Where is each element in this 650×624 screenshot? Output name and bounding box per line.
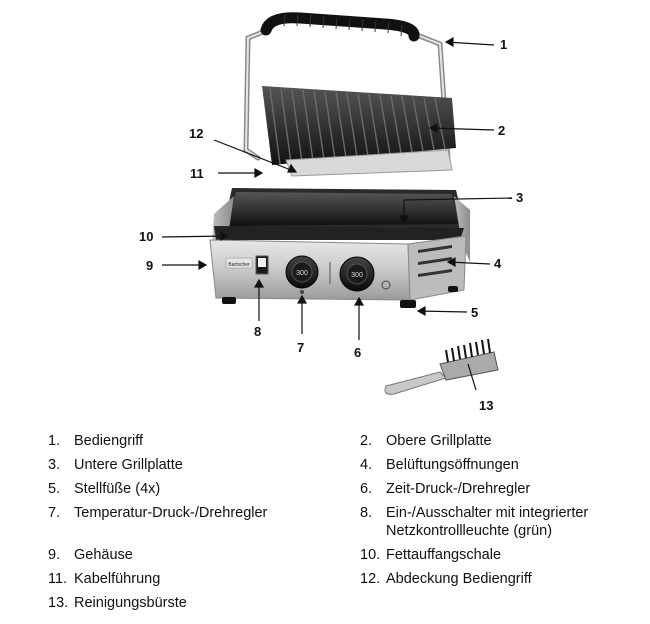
legend-item: 9. Gehäuse [48,546,348,564]
time-knob: 300 [339,256,391,292]
ventilation-slots [418,245,452,277]
legend-num: 9. [48,547,61,563]
legend-num: 2. [360,433,373,449]
callout-8: 8 [254,324,261,339]
callout-11: 11 [190,166,204,181]
legend-text: Reinigungsbürste [74,595,187,611]
legend-text: Ein-/Ausschalter mit integrierter Netzko… [386,505,589,539]
feet [222,286,458,308]
legend-text: Belüftungsöffnungen [386,457,519,473]
legend-text: Kabelführung [74,571,161,587]
legend-item: 3. Untere Grillplatte [48,456,348,474]
legend-num: 6. [360,481,373,497]
callout-13: 13 [479,398,493,413]
legend-item: 10. Fettauffangschale [360,546,628,564]
power-switch [255,255,269,275]
legend-num: 7. [48,505,61,521]
legend-text: Obere Grillplatte [386,433,492,449]
brand-badge: Bartscher [225,257,253,269]
callout-10: 10 [139,229,153,244]
legend-num: 5. [48,481,61,497]
legend-text: Untere Grillplatte [74,457,183,473]
legend-num: 1. [48,433,61,449]
legend-item: 4. Belüftungsöffnungen [360,456,628,474]
legend-text: Temperatur-Druck-/Drehregler [74,505,268,521]
legend-text: Gehäuse [74,547,133,563]
callout-6: 6 [354,345,361,360]
grill-diagram: Bartscher 300 300 [139,12,523,413]
legend-num: 11. [48,571,68,587]
callout-2: 2 [498,123,505,138]
callout-9: 9 [146,258,153,273]
callout-3: 3 [516,190,523,205]
callout-1: 1 [500,37,507,52]
legend-text: Stellfüße (4x) [74,481,161,497]
legend-item: 6. Zeit-Druck-/Drehregler [360,480,628,498]
time-knob-readout: 300 [351,272,363,279]
legend-num: 4. [360,457,373,473]
legend-item: 11. Kabelführung [48,570,348,588]
legend-item: 2. Obere Grillplatte [360,432,628,450]
legend-item: 7. Temperatur-Druck-/Drehregler [48,504,348,522]
callout-12: 12 [189,126,203,141]
callout-4: 4 [494,256,502,271]
upper-grill-plate [262,86,456,177]
cleaning-brush [384,338,499,395]
legend-text: Zeit-Druck-/Drehregler [386,481,531,497]
legend-num: 3. [48,457,61,473]
legend-item: 13. Reinigungsbürste [48,594,348,612]
temperature-knob: 300 [285,255,331,294]
legend-text: Bediengriff [74,433,144,449]
grill-body: Bartscher 300 300 [209,188,470,308]
callout-7: 7 [297,340,304,355]
legend-item: 1. Bediengriff [48,432,348,450]
legend-num: 10. [360,547,381,563]
legend-num: 12. [360,571,381,587]
legend-item: 8. Ein-/Ausschalter mit integrierter Netz… [360,504,628,540]
legend-num: 8. [360,505,373,521]
brand-badge-text: Bartscher [228,262,250,268]
legend-item: 5. Stellfüße (4x) [48,480,348,498]
callout-numbers: 1 2 3 4 5 6 7 8 9 10 11 12 13 [139,37,523,413]
legend-text: Fettauffangschale [386,547,502,563]
leader-lines [161,36,513,391]
legend-num: 13. [48,595,69,611]
legend-item: 12. Abdeckung Bediengriff [360,570,628,588]
callout-5: 5 [471,305,478,320]
temperature-knob-readout: 300 [296,270,308,277]
legend-text: Abdeckung Bediengriff [386,571,532,587]
